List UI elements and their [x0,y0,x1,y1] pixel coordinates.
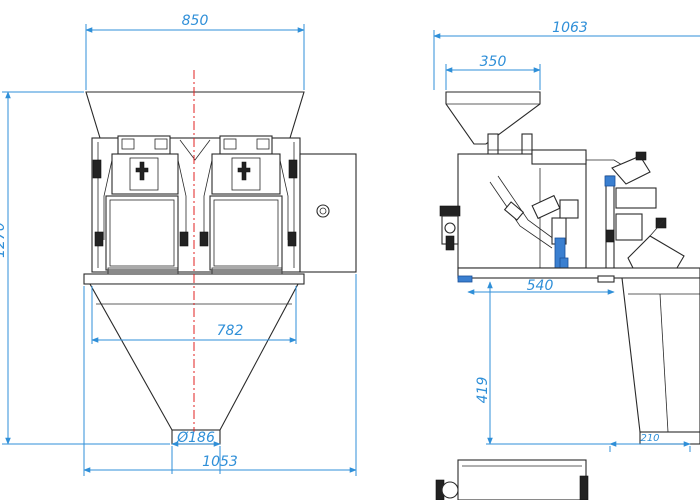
bottom-partial-view [435,459,589,500]
front-collecting-funnel [89,283,299,431]
front-view [83,70,357,445]
dim-front-frame-width: 782 [217,323,244,339]
dim-front-outlet: Ø186 [176,430,215,446]
side-view [439,91,700,445]
dim-front-width-top: 850 [182,13,209,29]
dim-side-total-width: 1063 [552,20,588,36]
front-control-knob [316,204,330,218]
dim-side-chute-height: 419 [475,377,491,404]
front-right-weigh-head [199,135,298,271]
side-air-filter [439,205,461,251]
dim-side-chute-width: 210 [640,433,659,444]
front-top-hopper [85,91,305,139]
front-dimensions: 850 1270 782 Ø186 1053 [0,13,357,476]
side-dimensions: 1063 350 540 419 210 [433,20,700,452]
dim-front-total-width: 1053 [202,454,238,470]
dim-side-base-width: 540 [527,278,554,294]
front-left-weigh-head [92,135,189,271]
side-discharge-chute [621,277,700,433]
side-foot-left [457,275,473,283]
side-right-column [605,175,615,273]
dim-side-hopper-width: 350 [480,54,507,70]
dim-front-height: 1270 [0,222,8,258]
side-base-plate [457,267,700,279]
